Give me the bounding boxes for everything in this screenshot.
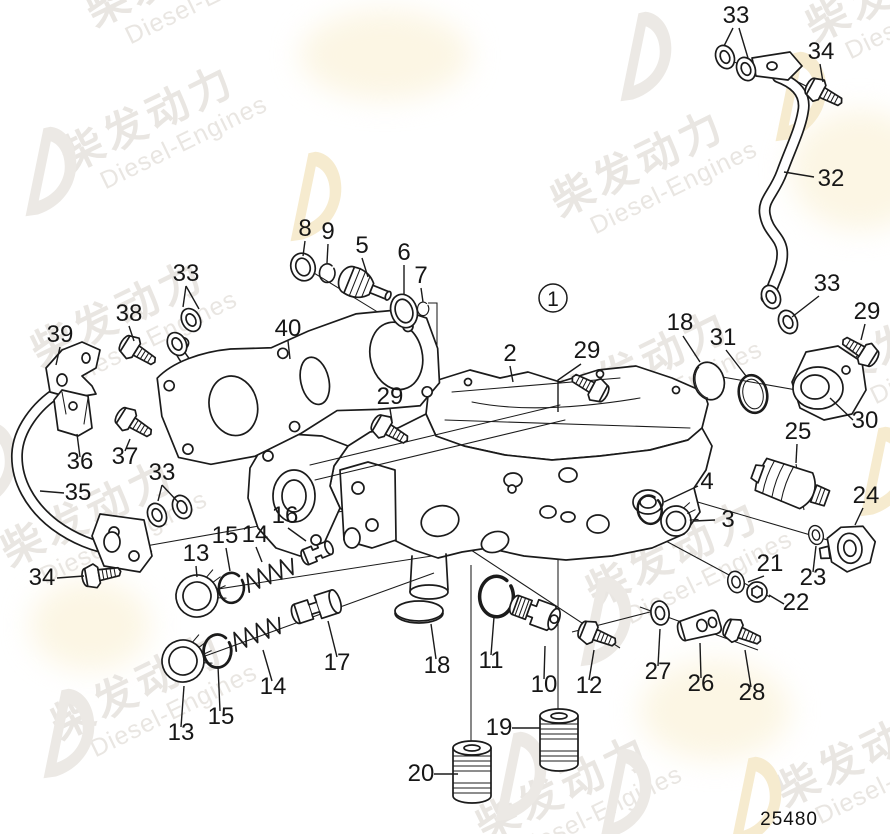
callout-34: 34 [808,38,835,65]
callout-18: 18 [667,309,694,336]
o-ring-9 [318,263,336,284]
callout-4: 4 [700,468,713,495]
sensor-25 [746,452,835,518]
plug-8 [289,252,317,282]
glow-blob [300,10,470,100]
callout-16: 16 [272,502,299,529]
callout-18: 18 [424,652,451,679]
bracket-26 [676,609,723,642]
callout-38: 38 [116,300,143,327]
cover-disc-18 [394,600,444,624]
bolt-28 [718,614,766,653]
callout-13: 13 [168,719,195,746]
spring-14 [241,555,299,593]
callout-29: 29 [377,383,404,410]
washer-23 [806,523,826,547]
bolt-38 [114,330,163,374]
bracket-39 [45,341,101,399]
callout-8: 8 [298,215,311,242]
bypass-valve-10 [505,590,565,634]
callout-1: 1 [547,288,559,311]
callout-39: 39 [47,321,74,348]
assembly-callout-circle [538,283,568,313]
sealing-washer-33 [711,41,739,73]
callout-31: 31 [710,324,737,351]
sealing-washer-33 [176,304,206,336]
clamp-36 [53,389,93,437]
callout-17: 17 [324,649,351,676]
glow-blob [640,660,790,760]
sealing-washer-33 [143,499,171,531]
callout-28: 28 [739,679,766,706]
callout-33: 33 [173,260,200,287]
callout-30: 30 [852,407,879,434]
callout-5: 5 [355,232,368,259]
threaded-nipple-19 [539,708,579,772]
callout-24: 24 [853,482,880,509]
figure-reference: 25480 [760,809,818,830]
connector-30 [791,345,867,421]
callout-34: 34 [29,564,56,591]
main-housing [247,365,713,600]
callout-14: 14 [242,521,269,548]
valve-piston-17 [287,587,345,628]
sealing-washer-33 [774,306,802,338]
leader-lines [39,27,866,775]
plug-3 [660,502,699,537]
callout-19: 19 [486,714,513,741]
callout-20: 20 [408,760,435,787]
callout-35: 35 [65,479,92,506]
threaded-nipple-20 [452,740,492,804]
oil-pipe-35 [10,386,153,573]
callout-26: 26 [688,670,715,697]
plug-22 [746,581,768,603]
plug-13 [155,630,219,689]
cap-18 [692,361,726,401]
callout-33: 33 [814,270,841,297]
callout-23: 23 [800,564,827,591]
callout-9: 9 [321,218,334,245]
valve-5 [337,265,392,301]
callout-14: 14 [260,673,287,700]
o-ring-11 [477,574,516,619]
callout-10: 10 [531,671,558,698]
callout-29: 29 [574,337,601,364]
callout-40: 40 [275,315,302,342]
spring-14 [228,614,286,652]
fitting-24 [818,525,877,573]
callout-7: 7 [414,262,427,289]
sealing-washer-33 [757,281,785,313]
washer-21 [724,568,748,596]
callout-12: 12 [576,672,603,699]
callout-11: 11 [479,647,504,674]
callout-29: 29 [854,298,881,325]
o-ring-31 [737,373,769,415]
callout-33: 33 [149,459,176,486]
clip-7 [416,301,430,317]
callout-13: 13 [183,540,210,567]
callout-37: 37 [112,443,139,470]
callout-36: 36 [67,448,94,475]
callout-32: 32 [818,165,845,192]
callout-labels: 33 34 32 33 29 30 18 31 1 2 29 8 9 5 6 7… [29,2,881,787]
callout-15: 15 [212,522,239,549]
washer-27 [648,598,672,628]
seal-ring-6 [389,293,419,329]
callout-25: 25 [785,418,812,445]
gasket-40 [156,308,441,466]
callout-22: 22 [783,589,810,616]
bolt-37 [110,402,159,446]
callout-15: 15 [208,703,235,730]
oil-pipe-32 [751,51,810,304]
callout-2: 2 [503,340,516,367]
callout-21: 21 [757,550,784,577]
callout-33: 33 [723,2,750,29]
callout-6: 6 [397,239,410,266]
callout-3: 3 [721,506,734,533]
glow-blob [30,580,150,670]
callout-27: 27 [645,658,672,685]
